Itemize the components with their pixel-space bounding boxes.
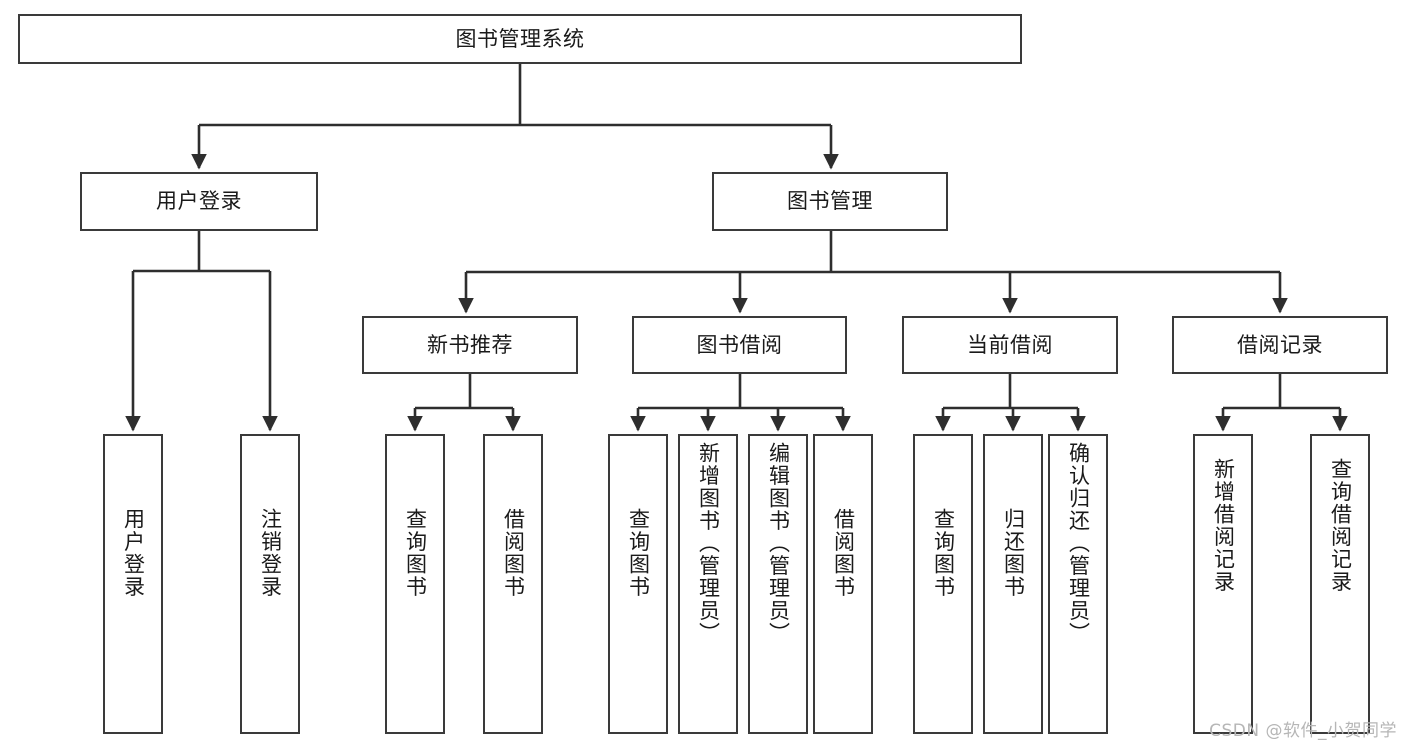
- node-label: 查询借阅记录: [1328, 458, 1353, 593]
- node-label: 编辑图书（管理员）: [766, 442, 791, 645]
- leaf-user-login[interactable]: 用户登录: [103, 434, 163, 734]
- leaf-query-book[interactable]: 查询图书: [608, 434, 668, 734]
- node-label: 归还图书: [1001, 508, 1026, 598]
- node-label: 当前借阅: [967, 332, 1053, 357]
- node-label: 图书管理: [787, 189, 873, 214]
- node-label: 新增借阅记录: [1211, 458, 1236, 593]
- leaf-edit-book-admin[interactable]: 编辑图书（管理员）: [748, 434, 808, 734]
- node-label: 查询图书: [403, 508, 428, 598]
- node-new-book-recommend[interactable]: 新书推荐: [362, 316, 578, 374]
- node-book-management[interactable]: 图书管理: [712, 172, 948, 231]
- node-label: 新书推荐: [427, 332, 513, 357]
- node-label: 注销登录: [258, 508, 283, 598]
- node-user-login[interactable]: 用户登录: [80, 172, 318, 231]
- leaf-confirm-return-admin[interactable]: 确认归还（管理员）: [1048, 434, 1108, 734]
- leaf-add-book-admin[interactable]: 新增图书（管理员）: [678, 434, 738, 734]
- node-label: 借阅图书: [501, 508, 526, 598]
- leaf-borrow-book-new[interactable]: 借阅图书: [483, 434, 543, 734]
- node-book-borrow[interactable]: 图书借阅: [632, 316, 847, 374]
- node-label: 查询图书: [931, 508, 956, 598]
- node-label: 图书借阅: [696, 332, 783, 357]
- node-label: 用户登录: [121, 508, 146, 598]
- node-label: 新增图书（管理员）: [696, 442, 721, 645]
- leaf-query-book-current[interactable]: 查询图书: [913, 434, 973, 734]
- leaf-query-book-new[interactable]: 查询图书: [385, 434, 445, 734]
- node-borrow-record[interactable]: 借阅记录: [1172, 316, 1388, 374]
- node-current-borrow[interactable]: 当前借阅: [902, 316, 1118, 374]
- node-label: 图书管理系统: [455, 26, 585, 51]
- node-label: 用户登录: [156, 189, 242, 214]
- leaf-logout[interactable]: 注销登录: [240, 434, 300, 734]
- leaf-borrow-book[interactable]: 借阅图书: [813, 434, 873, 734]
- node-label: 借阅记录: [1237, 332, 1323, 357]
- leaf-add-borrow-record[interactable]: 新增借阅记录: [1193, 434, 1253, 734]
- node-root-system[interactable]: 图书管理系统: [18, 14, 1022, 64]
- csdn-watermark: CSDN @软件_小贺同学: [1209, 721, 1397, 741]
- leaf-query-borrow-record[interactable]: 查询借阅记录: [1310, 434, 1370, 734]
- node-label: 借阅图书: [831, 508, 856, 598]
- node-label: 查询图书: [626, 508, 651, 598]
- leaf-return-book[interactable]: 归还图书: [983, 434, 1043, 734]
- node-label: 确认归还（管理员）: [1066, 442, 1091, 645]
